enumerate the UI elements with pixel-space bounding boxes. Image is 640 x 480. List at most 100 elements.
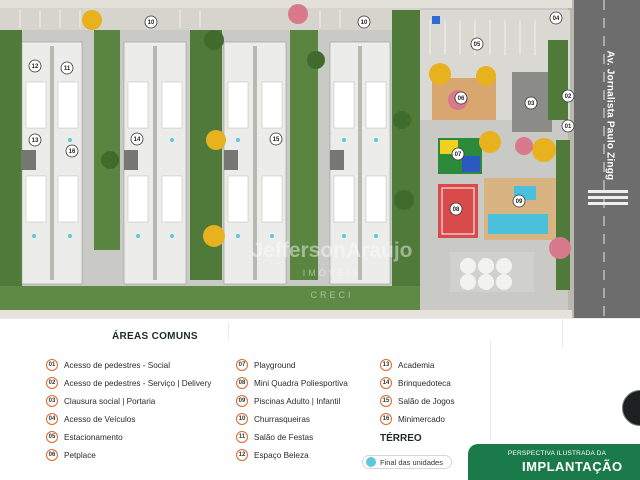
map-marker-circle — [65, 144, 79, 158]
map-marker-number: 16 — [69, 149, 76, 155]
legend-item: 12 Espaço Beleza — [236, 446, 348, 464]
map-marker-circle — [454, 91, 468, 105]
map-marker-number: 11 — [64, 66, 71, 72]
legend-label: Salão de Jogos — [398, 396, 455, 406]
map-marker-13: 13 — [28, 133, 42, 147]
map-marker-05: 05 — [470, 37, 484, 51]
legend-number: 06 — [46, 449, 58, 461]
legend-item: 02 Acesso de pedestres - Serviço | Delive… — [46, 374, 211, 392]
map-marker-number: 10 — [148, 20, 155, 26]
map-marker-number: 05 — [474, 42, 481, 48]
watermark-role: CRECI — [310, 290, 354, 300]
map-marker-10: 10 — [357, 15, 371, 29]
legend-label: Estacionamento — [64, 432, 123, 442]
terreo-title: TÉRREO — [380, 433, 422, 444]
units-label: Final das unidades — [380, 457, 443, 467]
legend-number: 09 — [236, 395, 248, 407]
pool — [488, 214, 548, 234]
map-marker-circle — [451, 147, 465, 161]
map-marker-circle — [449, 202, 463, 216]
legend-number: 01 — [46, 359, 58, 371]
map-marker-circle — [28, 59, 42, 73]
map-marker-circle — [60, 61, 74, 75]
legend-label: Clausura social | Portaria — [64, 396, 156, 406]
map-marker-number: 15 — [273, 137, 280, 143]
legend-label: Piscinas Adulto | Infantil — [254, 396, 341, 406]
legend-label: Minimercado — [398, 414, 445, 424]
tree-yellow — [82, 10, 556, 247]
map-marker-04: 04 — [549, 11, 563, 25]
map-marker-number: 07 — [455, 152, 462, 158]
map-marker-circle — [357, 15, 371, 29]
legend-label: Academia — [398, 360, 435, 370]
map-marker-11: 11 — [60, 61, 74, 75]
map-marker-number: 12 — [32, 64, 39, 70]
map-marker-number: 04 — [553, 16, 560, 22]
legend-number: 03 — [46, 395, 58, 407]
map-marker-circle — [470, 37, 484, 51]
perspective-banner: PERSPECTIVA ILUSTRADA DA IMPLANTAÇÃO — [468, 444, 640, 480]
map-marker-01: 01 — [561, 119, 575, 133]
watermark-name: JeffersonAraújo — [251, 239, 413, 262]
map-marker-circle — [269, 132, 283, 146]
legend-label: Brinquedoteca — [398, 378, 451, 388]
legend-number: 11 — [236, 431, 248, 443]
legend-item: 06 Petplace — [46, 446, 211, 464]
site-plan: 10 10 05 04 06 03 02 01 07 09 08 12 11 13 16 14 15 — [0, 0, 640, 318]
legend-title: ÁREAS COMUNS — [112, 331, 198, 342]
legend-item: 14 Brinquedoteca — [380, 374, 454, 392]
legend-panel: ÁREAS COMUNS 01 Acesso de pedestres - Soc… — [0, 318, 640, 480]
map-marker-number: 02 — [565, 94, 572, 100]
watermark: JeffersonAraújo IMÓVEIS CRECI — [232, 240, 432, 306]
map-marker-circle — [524, 96, 538, 110]
legend-number: 12 — [236, 449, 248, 461]
map-marker-number: 10 — [361, 20, 368, 26]
map-marker-number: 03 — [528, 101, 535, 107]
banner-subtitle: PERSPECTIVA ILUSTRADA DA — [507, 450, 607, 457]
map-marker-10: 10 — [144, 15, 158, 29]
legend-label: Acesso de Veículos — [64, 414, 136, 424]
legend-number: 07 — [236, 359, 248, 371]
legend-item: 03 Clausura social | Portaria — [46, 392, 211, 410]
map-marker-number: 09 — [516, 199, 523, 205]
legend-item: 16 Minimercado — [380, 410, 454, 428]
map-marker-number: 13 — [32, 138, 39, 144]
legend-label: Salão de Festas — [254, 432, 314, 442]
map-marker-12: 12 — [28, 59, 42, 73]
map-marker-16: 16 — [65, 144, 79, 158]
map-marker-03: 03 — [524, 96, 538, 110]
lawn-strip — [392, 10, 420, 310]
map-marker-number: 08 — [453, 207, 460, 213]
legend-number: 02 — [46, 377, 58, 389]
legend-number: 16 — [380, 413, 392, 425]
legend-label: Acesso de pedestres - Serviço | Delivery — [64, 378, 212, 388]
map-marker-circle — [549, 11, 563, 25]
legend-label: Petplace — [64, 450, 96, 460]
lawn-strip — [0, 30, 22, 310]
legend-label: Acesso de pedestres - Social — [64, 360, 171, 370]
map-marker-14: 14 — [130, 132, 144, 146]
lawn-strip — [94, 30, 120, 250]
legend-label: Espaço Beleza — [254, 450, 309, 460]
legend-number: 13 — [380, 359, 392, 371]
map-marker-circle — [512, 194, 526, 208]
lawn-strip — [0, 286, 420, 310]
watermark-sub: IMÓVEIS — [302, 268, 362, 278]
legend-number: 14 — [380, 377, 392, 389]
street-label: Av. Jornalista Paulo Zingg — [585, 18, 635, 213]
lawn-strip — [290, 30, 318, 280]
map-marker-number: 06 — [458, 96, 465, 102]
legend-item: 11 Salão de Festas — [236, 428, 348, 446]
street-name: Av. Jornalista Paulo Zingg — [604, 50, 616, 181]
map-marker-08: 08 — [449, 202, 463, 216]
legend-label: Churrasqueiras — [254, 414, 310, 424]
area-markers: 10 10 05 04 06 03 02 01 07 09 08 12 11 13 16 14 15 — [28, 11, 575, 216]
units-legend-badge: Final das unidades — [362, 455, 452, 469]
